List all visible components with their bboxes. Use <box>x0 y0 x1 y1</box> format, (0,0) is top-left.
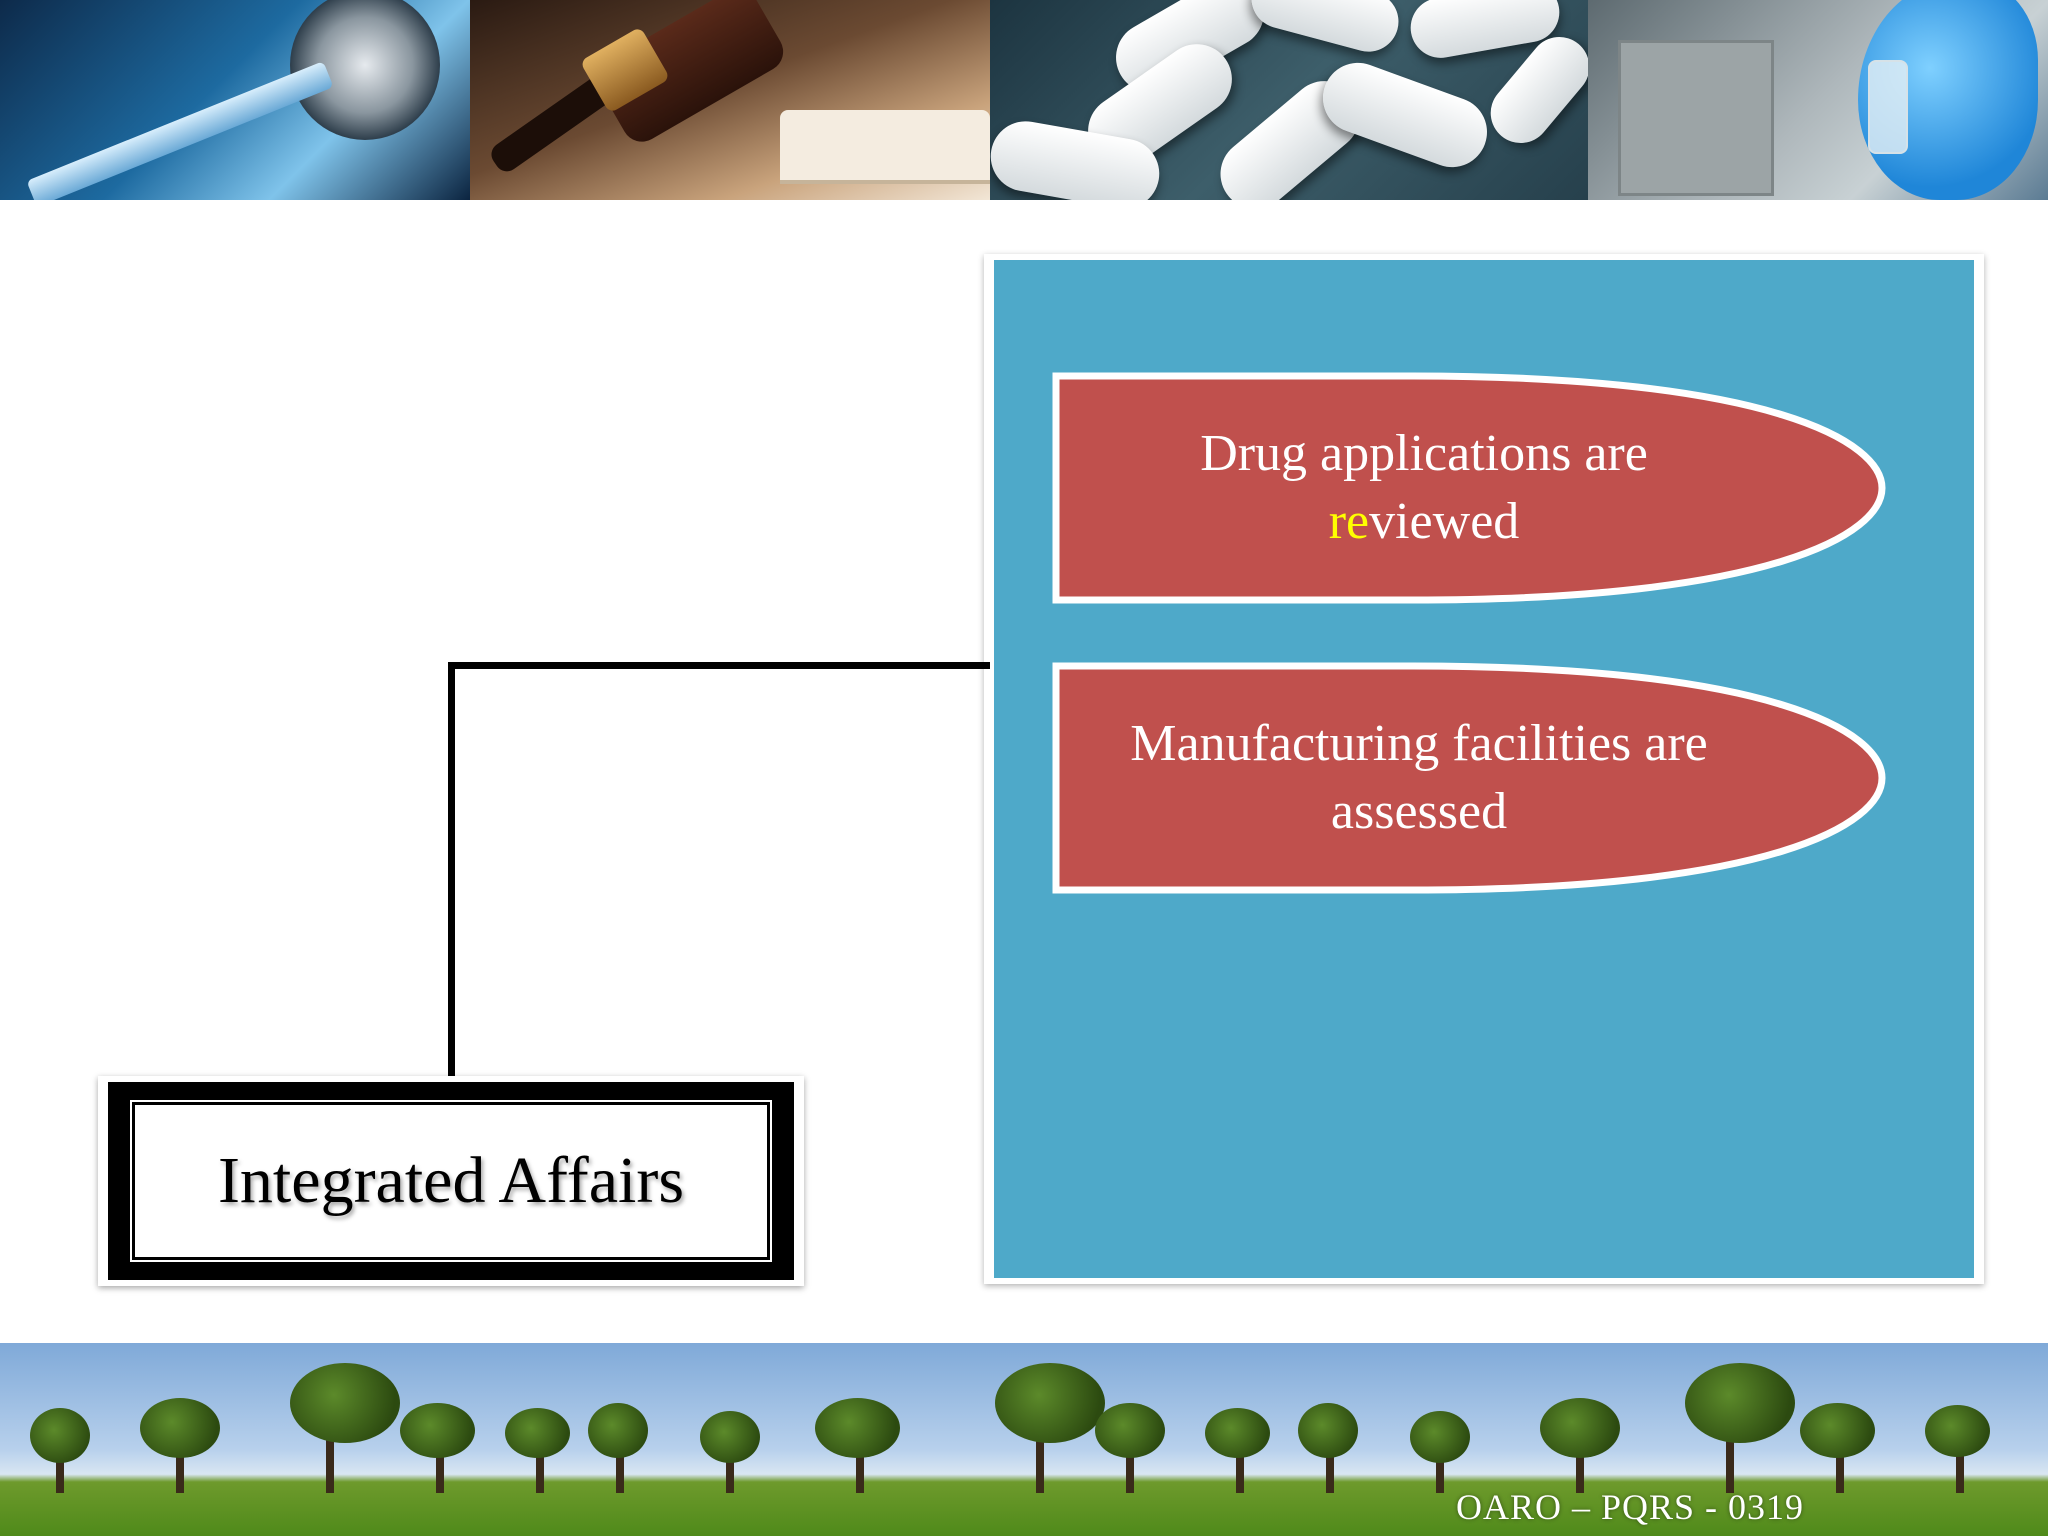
bottom-landscape-banner <box>0 1343 2048 1536</box>
top-photo-banner <box>0 0 2048 200</box>
vial-icon <box>1868 60 1908 154</box>
lab-glove-vial-photo <box>1588 0 2048 200</box>
root-node-frame: Integrated Affairs <box>108 1082 794 1280</box>
child-node-text: Manufacturing facilities are assessed <box>1062 662 1776 894</box>
book-icon <box>780 110 990 180</box>
machine-icon <box>1618 40 1774 196</box>
child-1-line2-rest: viewed <box>1369 493 1520 550</box>
child-1-line1: Drug applications are <box>1200 425 1648 482</box>
syringe-icon <box>26 61 334 200</box>
child-node-text: Drug applications are reviewed <box>1082 372 1766 604</box>
root-node-box: Integrated Affairs <box>98 1076 804 1286</box>
child-2-line2: assessed <box>1330 783 1508 840</box>
child-node-manufacturing: Manufacturing facilities are assessed <box>1052 662 1886 894</box>
bubble-shape <box>1052 372 1886 604</box>
bubble-shape <box>1052 662 1886 894</box>
root-node-inner: Integrated Affairs <box>130 1100 772 1262</box>
root-node-label: Integrated Affairs <box>217 1144 685 1217</box>
child-1-line2: reviewed <box>1200 488 1648 556</box>
connector-horizontal <box>448 662 990 669</box>
connector-vertical <box>448 662 455 1076</box>
child-node-drug-applications: Drug applications are reviewed <box>1052 372 1886 604</box>
highlighted-text: re <box>1328 493 1370 550</box>
footer-slide-code: OARO – PQRS - 0319 <box>1456 1487 1805 1527</box>
child-2-line1: Manufacturing facilities are <box>1130 715 1708 772</box>
pills-photo <box>990 0 1588 200</box>
syringe-vial-photo <box>0 0 470 200</box>
